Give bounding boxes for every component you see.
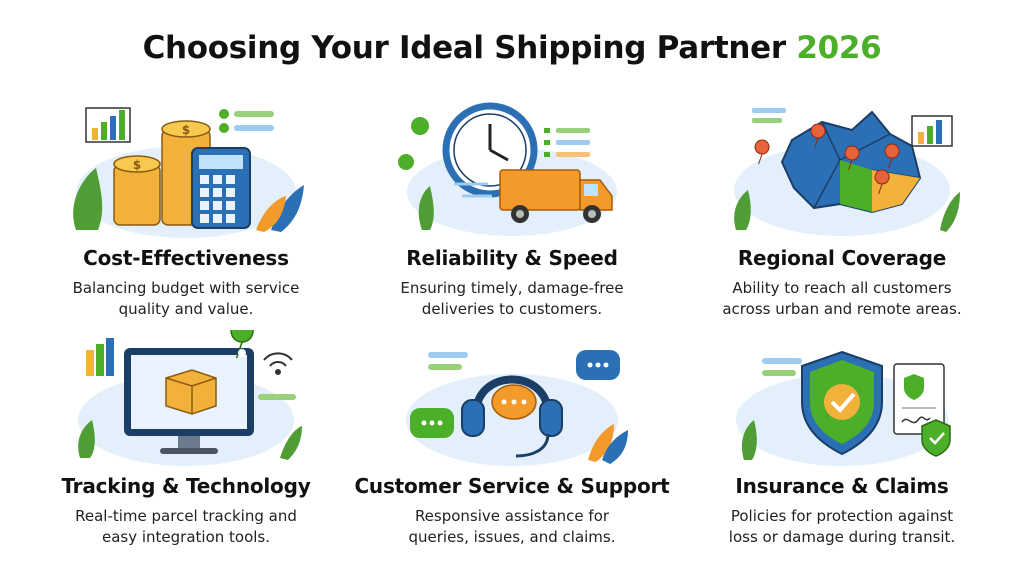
card-description: Ability to reach all customers across ur… <box>722 279 962 318</box>
title-main: Choosing Your Ideal Shipping Partner <box>142 30 787 66</box>
shield-check-icon <box>722 330 962 470</box>
map-pins-icon <box>722 100 962 240</box>
card-heading: Customer Service & Support <box>354 474 670 498</box>
card-description: Balancing budget with service quality an… <box>72 279 300 318</box>
svg-text:$: $ <box>182 123 190 137</box>
card-description: Responsive assistance for queries, issue… <box>408 507 616 546</box>
card-description: Policies for protection against loss or … <box>728 507 956 546</box>
title-year: 2026 <box>796 30 882 66</box>
card-description: Real-time parcel tracking and easy integ… <box>75 507 297 546</box>
clock-truck-icon <box>392 100 632 240</box>
card-heading: Regional Coverage <box>737 246 947 270</box>
card-heading: Cost-Effectiveness <box>83 246 289 270</box>
svg-text:$: $ <box>133 158 141 172</box>
card-heading: Tracking & Technology <box>61 474 311 498</box>
headset-chat-icon <box>392 330 632 470</box>
coins-calculator-icon: $ $ <box>66 100 306 240</box>
page-title: Choosing Your Ideal Shipping Partner 202… <box>0 30 1024 66</box>
card-heading: Reliability & Speed <box>406 246 618 270</box>
card-heading: Insurance & Claims <box>735 474 949 498</box>
card-description: Ensuring timely, damage-free deliveries … <box>400 279 624 318</box>
monitor-parcel-icon <box>66 330 306 470</box>
